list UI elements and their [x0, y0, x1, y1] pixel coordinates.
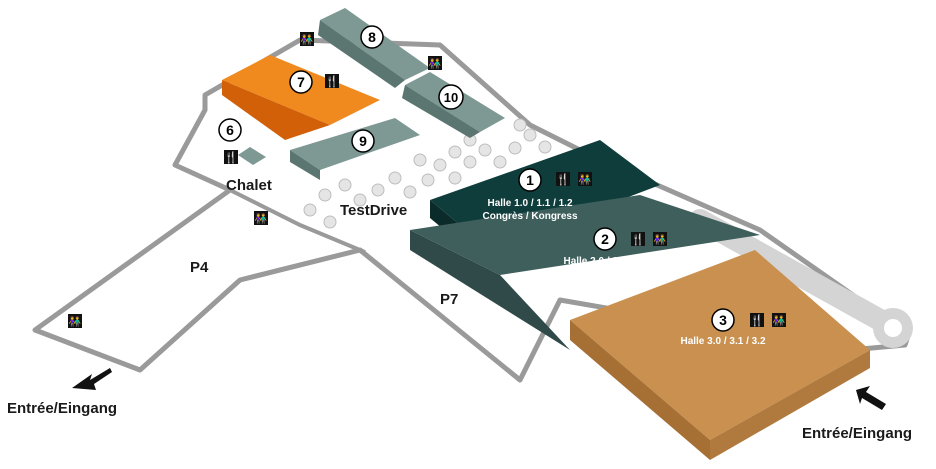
- restaurant-icon: 🍴: [325, 74, 339, 88]
- svg-text:🍴: 🍴: [631, 233, 645, 246]
- entrance-left-arrow-icon: [72, 368, 112, 390]
- svg-text:🍴: 🍴: [556, 173, 570, 186]
- svg-text:7: 7: [297, 74, 305, 90]
- hall-2-label: Halle 2.0 / 2.1 / 2.2: [563, 256, 648, 267]
- svg-text:🍴: 🍴: [325, 75, 339, 88]
- svg-text:6: 6: [226, 122, 234, 138]
- restroom-icon: 👫: [254, 211, 268, 225]
- svg-text:3: 3: [719, 312, 727, 328]
- svg-text:10: 10: [444, 90, 458, 105]
- restroom-icon: 👫: [68, 314, 82, 328]
- marker-2: 2: [593, 227, 617, 251]
- restroom-icon: 👫: [428, 56, 442, 70]
- marker-3: 3: [711, 308, 735, 332]
- parking-p4-outline: [138, 188, 367, 372]
- entrance-right-label: Entrée/Eingang: [802, 425, 912, 442]
- marker-6: 6: [218, 118, 242, 142]
- restaurant-icon: 🍴: [224, 150, 238, 164]
- marker-10: 10: [438, 84, 464, 110]
- hall-2[interactable]: [410, 195, 760, 350]
- svg-text:🍴: 🍴: [750, 314, 764, 327]
- svg-text:2: 2: [601, 231, 609, 247]
- svg-text:👫: 👫: [429, 57, 442, 70]
- trees: [303, 118, 552, 229]
- marker-9: 9: [351, 129, 375, 153]
- restaurant-icon: 🍴: [631, 232, 645, 246]
- svg-text:👫: 👫: [255, 212, 268, 225]
- marker-1: 1: [518, 168, 542, 192]
- svg-text:👫: 👫: [579, 173, 592, 186]
- svg-text:1: 1: [526, 172, 534, 188]
- svg-text:👫: 👫: [773, 314, 786, 327]
- svg-text:👫: 👫: [69, 315, 82, 328]
- restroom-icon: 👫: [653, 232, 667, 246]
- svg-text:8: 8: [368, 29, 376, 45]
- hall-1-sublabel: Congrès / Kongress: [482, 211, 577, 222]
- svg-text:👫: 👫: [301, 33, 314, 46]
- restroom-icon: 👫: [578, 172, 592, 186]
- hall-1-label: Halle 1.0 / 1.1 / 1.2: [487, 198, 572, 209]
- svg-text:👫: 👫: [654, 233, 667, 246]
- p7-label: P7: [440, 291, 458, 308]
- marker-8: 8: [360, 25, 384, 49]
- svg-text:9: 9: [359, 133, 367, 149]
- restaurant-icon: 🍴: [556, 172, 570, 186]
- testdrive-label: TestDrive: [340, 202, 407, 219]
- restroom-icon: 👫: [300, 32, 314, 46]
- restaurant-icon: 🍴: [750, 313, 764, 327]
- svg-text:🍴: 🍴: [224, 151, 238, 164]
- chalet-label: Chalet: [226, 177, 272, 194]
- hall-3[interactable]: [570, 250, 870, 460]
- building-6-chalet[interactable]: [238, 147, 266, 165]
- entrance-right-arrow-icon: [856, 386, 886, 410]
- entrance-left-label: Entrée/Eingang: [7, 400, 117, 417]
- marker-7: 7: [289, 70, 313, 94]
- hall-3-label: Halle 3.0 / 3.1 / 3.2: [680, 336, 765, 347]
- restroom-icon: 👫: [772, 313, 786, 327]
- p4-label: P4: [190, 259, 209, 276]
